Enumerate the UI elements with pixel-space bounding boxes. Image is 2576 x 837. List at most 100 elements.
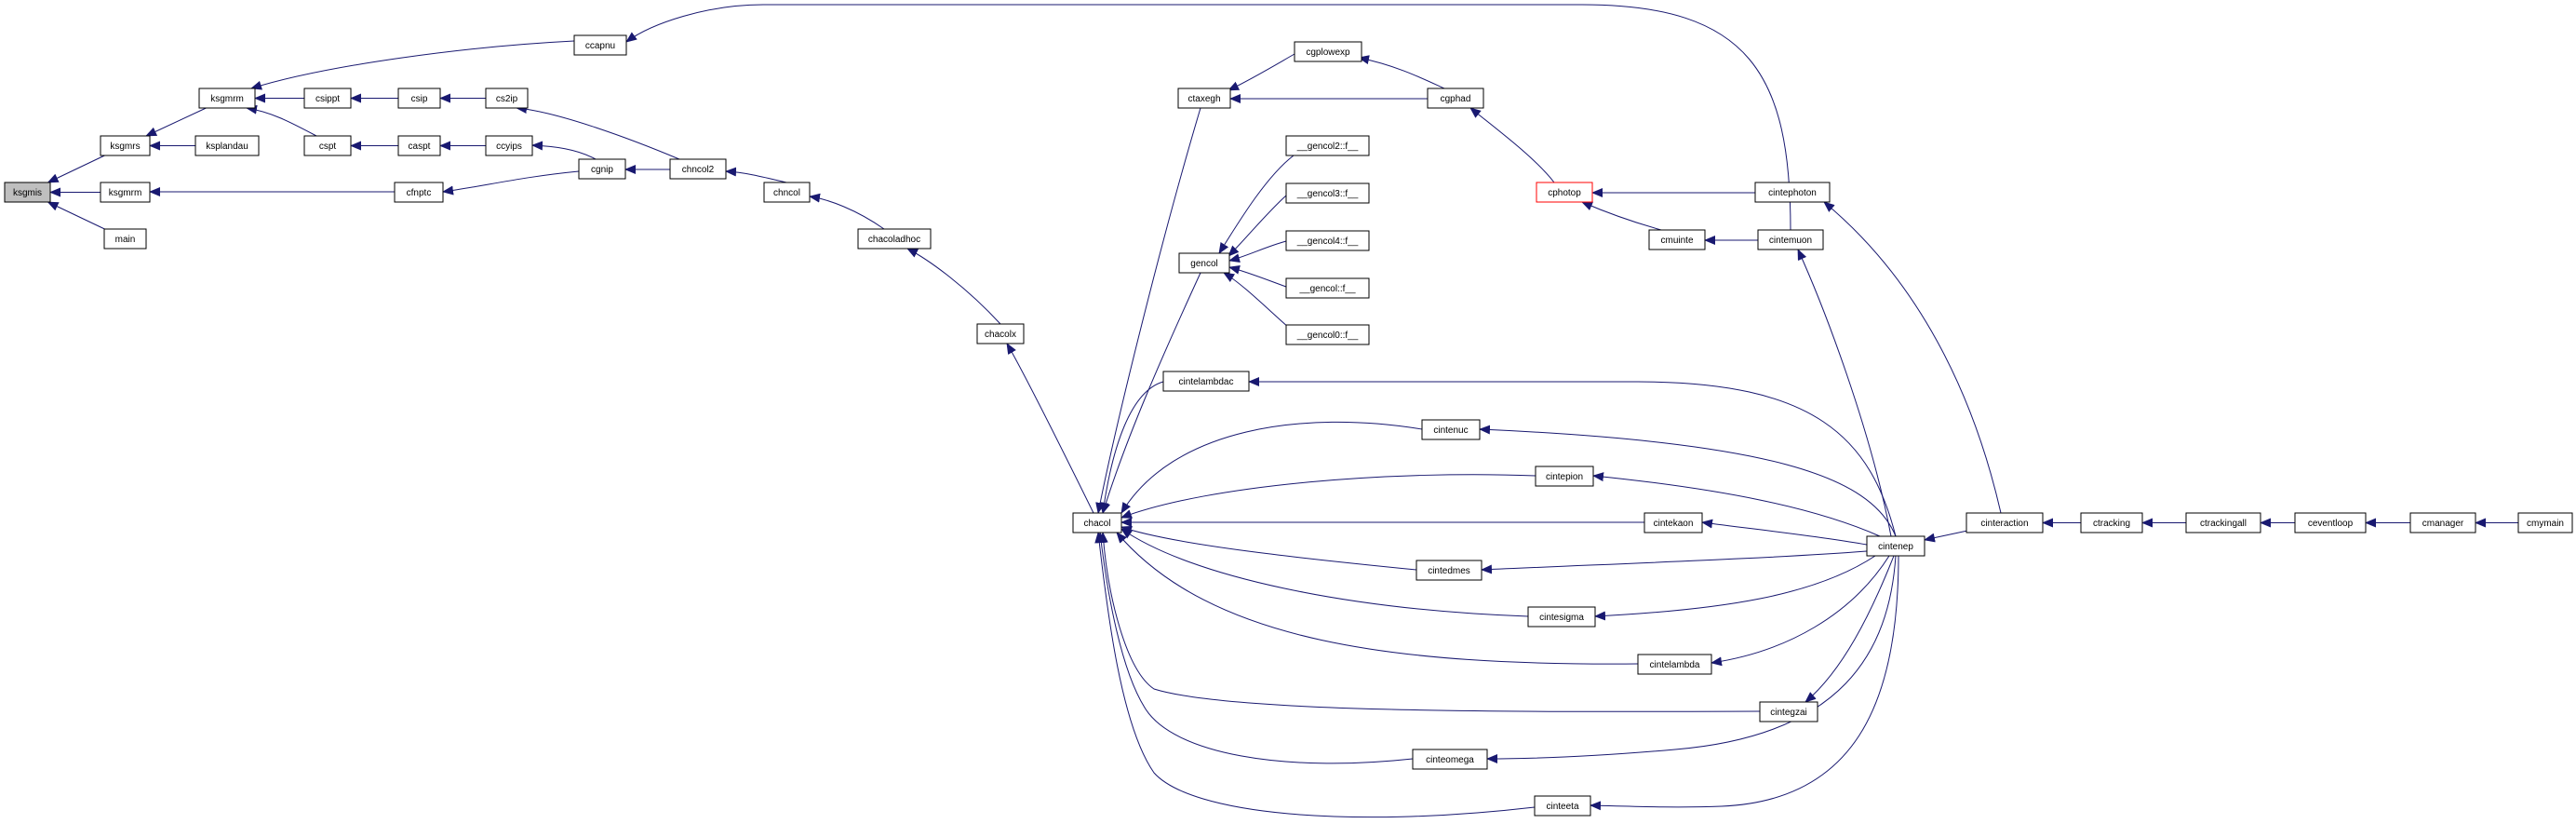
node-box[interactable] [1177,88,1231,109]
node-chncol[interactable]: chncol [763,182,811,203]
node-box[interactable] [1527,606,1596,628]
node-chacoladhoc[interactable]: chacoladhoc [857,228,932,250]
node-ctaxegh[interactable]: ctaxegh [1177,88,1231,109]
node-cinteeta[interactable]: cinteeta [1534,795,1591,817]
node-box[interactable] [1754,182,1831,203]
node-gencol1[interactable]: __gencol::f__ [1285,277,1370,299]
node-ccapnu[interactable]: ccapnu [573,34,627,56]
node-box[interactable] [394,182,444,203]
node-cgnip[interactable]: cgnip [578,158,626,180]
node-box[interactable] [1162,371,1250,392]
node-gencol3[interactable]: __gencol3::f__ [1285,182,1370,204]
node-cintemuon[interactable]: cintemuon [1757,229,1824,250]
node-box[interactable] [1536,182,1593,203]
node-box[interactable] [1294,41,1362,62]
node-cgphad[interactable]: cgphad [1427,88,1484,109]
node-cphotop[interactable]: cphotop [1536,182,1593,203]
node-box[interactable] [2185,512,2261,533]
node-box[interactable] [303,135,352,156]
node-box[interactable] [198,88,256,109]
node-box[interactable] [1427,88,1484,109]
node-box[interactable] [485,88,529,109]
node-box[interactable] [397,88,441,109]
node-gencol4[interactable]: __gencol4::f__ [1285,230,1370,251]
node-csip[interactable]: csip [397,88,441,109]
node-cintenuc[interactable]: cintenuc [1421,419,1481,440]
node-box[interactable] [1285,324,1370,345]
node-csippt[interactable]: csippt [303,88,352,109]
node-ctrackingall[interactable]: ctrackingall [2185,512,2261,533]
node-cinteraction[interactable]: cinteraction [1966,512,2044,533]
node-gencol[interactable]: gencol [1178,252,1230,274]
node-box[interactable] [1535,466,1594,487]
node-box[interactable] [1421,419,1481,440]
node-ceventloop[interactable]: ceventloop [2294,512,2367,533]
node-ccyips[interactable]: ccyips [485,135,533,156]
node-cfnptc[interactable]: cfnptc [394,182,444,203]
node-cmuinte[interactable]: cmuinte [1648,229,1706,250]
node-chacol[interactable]: chacol [1072,512,1122,533]
node-cmymain[interactable]: cmymain [2517,512,2573,533]
node-cintelambdac[interactable]: cintelambdac [1162,371,1250,392]
node-box[interactable] [1412,749,1488,770]
node-box[interactable] [2294,512,2367,533]
node-cintephoton[interactable]: cintephoton [1754,182,1831,203]
node-box[interactable] [1285,182,1370,204]
node-box[interactable] [397,135,441,156]
node-cintepion[interactable]: cintepion [1535,466,1594,487]
node-ksgmis[interactable]: ksgmis [4,182,51,203]
node-cspt[interactable]: cspt [303,135,352,156]
node-main[interactable]: main [103,228,147,250]
node-box[interactable] [1534,795,1591,817]
node-chacolx[interactable]: chacolx [976,323,1025,344]
node-caspt[interactable]: caspt [397,135,441,156]
node-box[interactable] [4,182,51,203]
node-box[interactable] [573,34,627,56]
node-ksgmrm[interactable]: ksgmrm [100,182,151,203]
node-box[interactable] [1072,512,1122,533]
node-box[interactable] [1285,277,1370,299]
node-box[interactable] [1415,560,1483,581]
node-box[interactable] [1757,229,1824,250]
node-box[interactable] [2409,512,2476,533]
node-cintedmes[interactable]: cintedmes [1415,560,1483,581]
node-box[interactable] [1637,654,1712,675]
node-gencol2[interactable]: __gencol2::f__ [1285,135,1370,156]
node-box[interactable] [1648,229,1706,250]
node-chncol2[interactable]: chncol2 [669,158,727,180]
node-box[interactable] [2080,512,2143,533]
node-box[interactable] [1285,135,1370,156]
node-box[interactable] [100,182,151,203]
node-box[interactable] [669,158,727,180]
node-ksplandau[interactable]: ksplandau [195,135,260,156]
node-box[interactable] [857,228,932,250]
node-box[interactable] [303,88,352,109]
node-box[interactable] [976,323,1025,344]
node-box[interactable] [103,228,147,250]
node-cintesigma[interactable]: cintesigma [1527,606,1596,628]
node-box[interactable] [100,135,151,156]
node-gencol0[interactable]: __gencol0::f__ [1285,324,1370,345]
node-ksgmrm2[interactable]: ksgmrm [198,88,256,109]
node-cintelambda[interactable]: cintelambda [1637,654,1712,675]
node-box[interactable] [485,135,533,156]
node-cmanager[interactable]: cmanager [2409,512,2476,533]
node-box[interactable] [2517,512,2573,533]
node-cgplowexp[interactable]: cgplowexp [1294,41,1362,62]
node-box[interactable] [1759,701,1818,722]
node-cs2ip[interactable]: cs2ip [485,88,529,109]
node-ctracking[interactable]: ctracking [2080,512,2143,533]
node-cinteomega[interactable]: cinteomega [1412,749,1488,770]
node-cintegzai[interactable]: cintegzai [1759,701,1818,722]
node-cintekaon[interactable]: cintekaon [1644,512,1703,533]
node-box[interactable] [1644,512,1703,533]
node-box[interactable] [1285,230,1370,251]
node-box[interactable] [1966,512,2044,533]
node-cintenep[interactable]: cintenep [1866,535,1925,557]
node-box[interactable] [578,158,626,180]
node-box[interactable] [1866,535,1925,557]
node-box[interactable] [763,182,811,203]
node-box[interactable] [195,135,260,156]
node-ksgmrs[interactable]: ksgmrs [100,135,151,156]
node-box[interactable] [1178,252,1230,274]
